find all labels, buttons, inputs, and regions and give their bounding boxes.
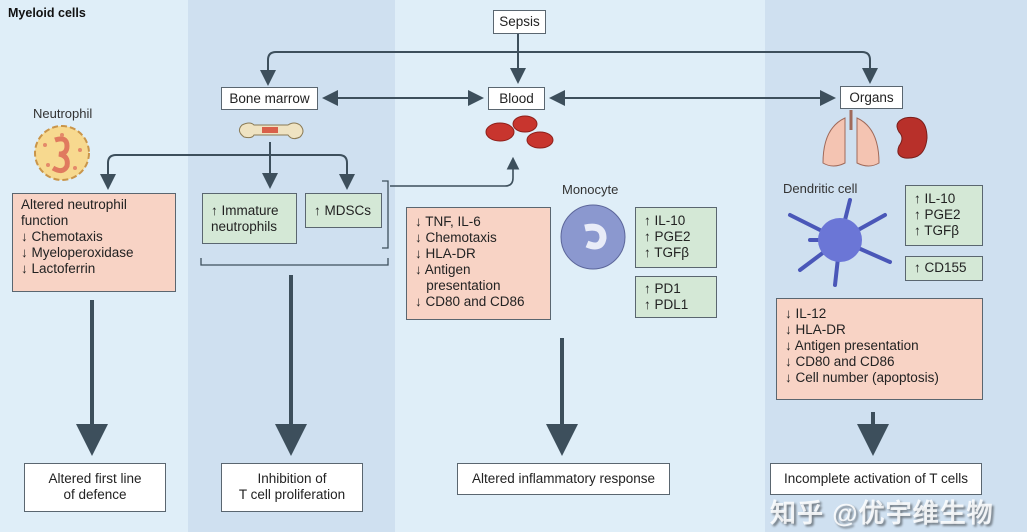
text-line: presentation	[415, 278, 501, 293]
kidney-icon	[896, 116, 928, 159]
text-line: ↑ PDL1	[644, 297, 689, 312]
right-bracket	[382, 180, 389, 249]
outcome-monocyte: Altered inflammatory response	[457, 463, 670, 495]
dc-up-box: ↑ IL-10 ↑ PGE2 ↑ TGFβ	[905, 185, 983, 246]
node-blood: Blood	[488, 87, 545, 110]
text-line: ↑ TGFβ	[914, 223, 960, 238]
text-line: ↓ Chemotaxis	[21, 229, 103, 244]
watermark: 知乎 @优宇维生物	[770, 498, 994, 528]
label-monocyte: Monocyte	[562, 182, 619, 197]
text-line: ↑ PD1	[644, 281, 681, 296]
dc-down-box: ↓ IL-12 ↓ HLA-DR ↓ Antigen presentation …	[776, 298, 983, 400]
monocyte-down-box: ↓ TNF, IL-6 ↓ Chemotaxis ↓ HLA-DR ↓ Anti…	[406, 207, 551, 320]
bone-icon	[238, 122, 304, 140]
text-line: ↑ IL-10	[914, 191, 956, 206]
text-line: ↓ IL-12	[785, 306, 827, 321]
text-line: of defence	[63, 487, 127, 502]
text-line: ↓ Cell number (apoptosis)	[785, 370, 939, 385]
monocyte-up-box: ↑ IL-10 ↑ PGE2 ↑ TGFβ	[635, 207, 717, 268]
text-line: ↓ CD80 and CD86	[785, 354, 895, 369]
sepsis-branch	[260, 51, 878, 86]
text-line: ↑ PGE2	[914, 207, 961, 222]
lungs-icon	[822, 110, 880, 167]
mdsc-box: ↑ MDSCs	[305, 193, 382, 228]
text-line: function	[21, 213, 69, 228]
monocyte-icon	[560, 204, 626, 270]
neutrophil-branch	[100, 154, 355, 190]
text-line: Altered first line	[48, 471, 142, 486]
outcome-neutrophil: Altered first line of defence	[24, 463, 166, 512]
text-line: ↑ MDSCs	[314, 203, 371, 218]
mdsc-blood-arrow	[390, 156, 520, 187]
text-line: ↓ Lactoferrin	[21, 261, 96, 276]
text-line: ↓ Antigen presentation	[785, 338, 919, 353]
text-line: ↓ Antigen	[415, 262, 471, 277]
text-line: T cell proliferation	[238, 487, 346, 502]
node-bone-marrow: Bone marrow	[221, 87, 318, 110]
node-organs: Organs	[840, 86, 903, 109]
label-neutrophil: Neutrophil	[33, 106, 93, 121]
outcome-dendritic: Incomplete activation of T cells	[770, 463, 982, 495]
immature-neutrophils-box: ↑ Immature neutrophils	[202, 193, 297, 244]
text-line: ↓ Myeloperoxidase	[21, 245, 134, 260]
text-line: Altered inflammatory response	[471, 471, 656, 486]
monocyte-checkpoint-box: ↑ PD1 ↑ PDL1	[635, 276, 717, 318]
neutrophil-changes-box: Altered neutrophil function ↓ Chemotaxis…	[12, 193, 176, 292]
text-line: Incomplete activation of T cells	[783, 471, 969, 486]
text-line: ↓ Chemotaxis	[415, 230, 497, 245]
figure-title: Myeloid cells	[8, 6, 86, 20]
text-line: Altered neutrophil	[21, 197, 127, 212]
outcome-bone-marrow: Inhibition of T cell proliferation	[221, 463, 363, 512]
node-sepsis: Sepsis	[493, 10, 546, 34]
text-line: ↑ IL-10	[644, 213, 686, 228]
text-line: ↓ CD80 and CD86	[415, 294, 525, 309]
text-line: ↑ Immature	[211, 203, 279, 218]
text-line: ↑ CD155	[914, 260, 967, 275]
dc-cd155-box: ↑ CD155	[905, 256, 983, 281]
text-line: neutrophils	[211, 219, 278, 234]
neutrophil-icon	[34, 125, 90, 181]
text-line: ↑ PGE2	[644, 229, 691, 244]
text-line: ↓ HLA-DR	[415, 246, 476, 261]
text-line: ↑ TGFβ	[644, 245, 690, 260]
label-dendritic: Dendritic cell	[783, 181, 858, 196]
red-blood-cells-icon	[485, 115, 554, 149]
text-line: ↓ HLA-DR	[785, 322, 846, 337]
dendritic-cell-icon	[788, 198, 892, 287]
text-line: Inhibition of	[257, 471, 327, 486]
bottom-bracket	[200, 258, 389, 266]
text-line: ↓ TNF, IL-6	[415, 214, 481, 229]
